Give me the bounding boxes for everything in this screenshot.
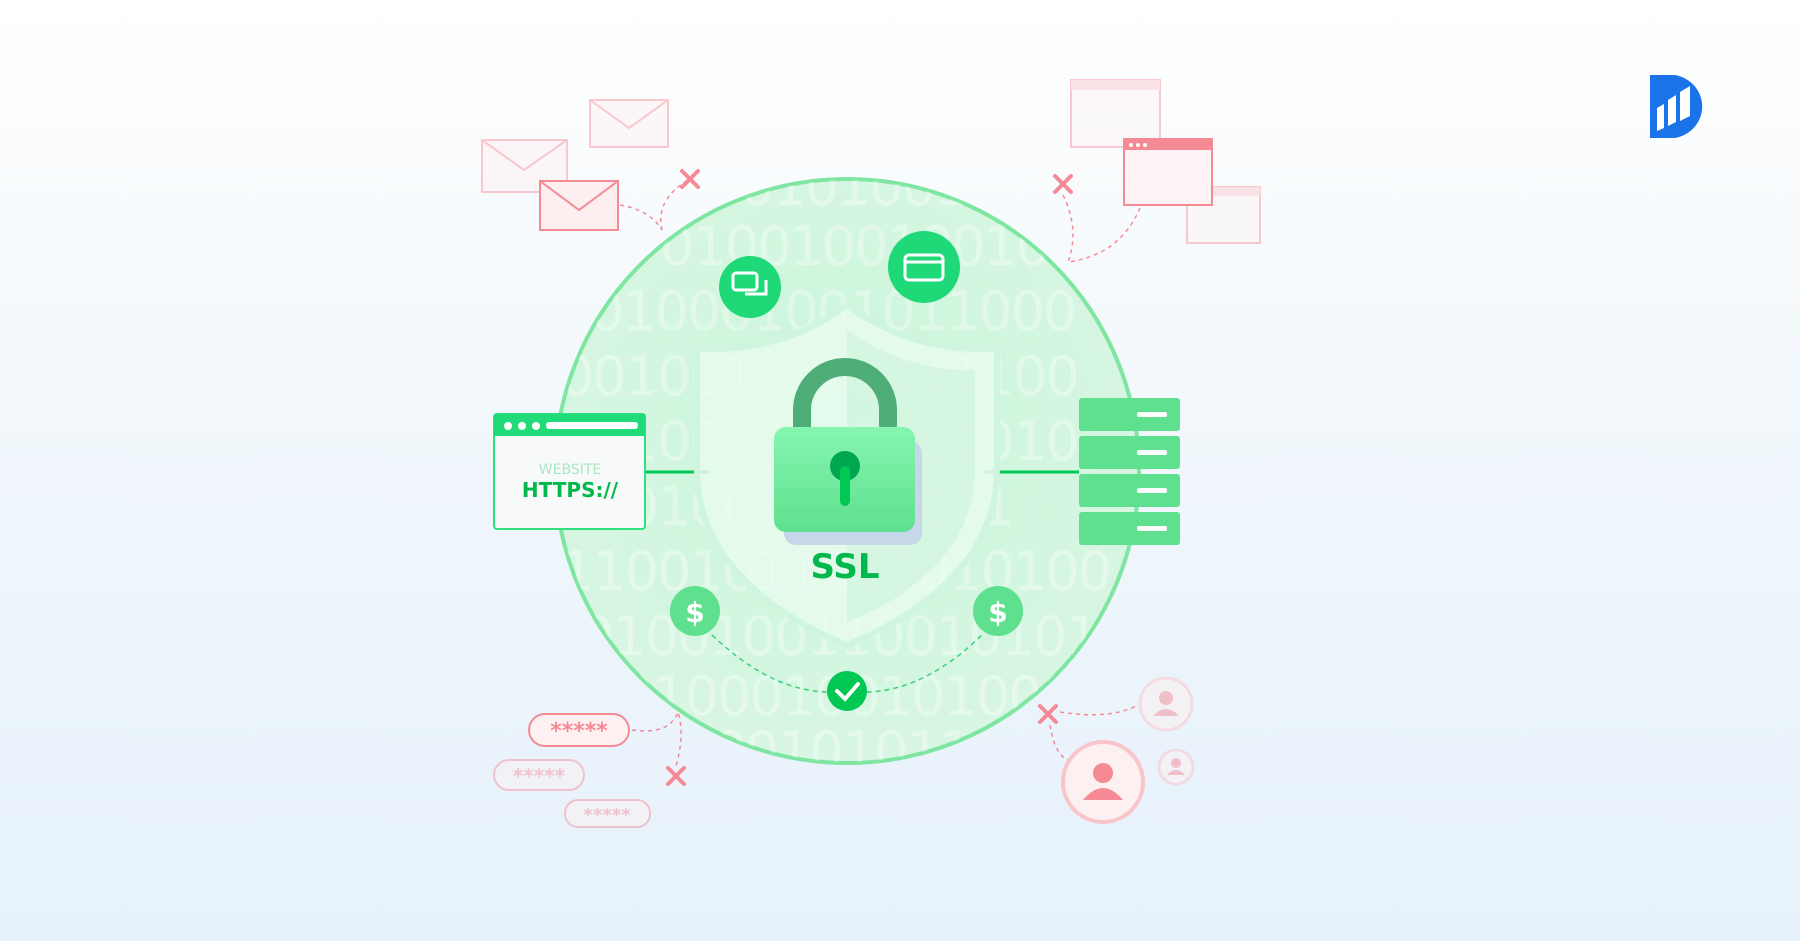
dollar-icon: $ <box>973 586 1023 636</box>
https-label: HTTPS:// <box>522 478 619 502</box>
website-label: WEBSITE <box>539 462 601 478</box>
password-field: ***** <box>564 799 651 828</box>
ssl-label: SSL <box>810 547 879 587</box>
logo-icon <box>1650 75 1703 138</box>
svg-text:*****: ***** <box>513 764 566 788</box>
svg-text:*****: ***** <box>550 719 608 744</box>
padlock-icon <box>774 358 922 545</box>
x-mark-icon <box>1038 704 1058 724</box>
user-icon <box>1061 740 1145 824</box>
chat-icon <box>719 256 781 318</box>
x-mark-icon <box>680 169 700 189</box>
svg-text:$: $ <box>988 596 1007 629</box>
browser-window-icon <box>1070 79 1161 148</box>
user-icon <box>1138 676 1194 732</box>
credit-card-icon <box>888 231 960 303</box>
x-mark-icon <box>1053 174 1073 194</box>
dollar-icon: $ <box>670 586 720 636</box>
envelope-icon <box>539 180 619 231</box>
password-field: ***** <box>493 759 585 791</box>
envelope-icon <box>589 99 669 148</box>
x-mark-icon <box>666 766 686 786</box>
browser-window-icon <box>1186 186 1261 244</box>
binary-line: 0101001001000 <box>740 155 1161 218</box>
server-icon <box>1079 398 1180 545</box>
svg-text:*****: ***** <box>583 805 631 826</box>
user-icon <box>1157 748 1195 786</box>
browser-window-icon <box>1123 138 1213 206</box>
check-icon <box>827 671 867 711</box>
website-card: WEBSITE HTTPS:// <box>493 413 646 530</box>
svg-text:$: $ <box>685 596 704 629</box>
password-field: ***** <box>528 713 630 747</box>
